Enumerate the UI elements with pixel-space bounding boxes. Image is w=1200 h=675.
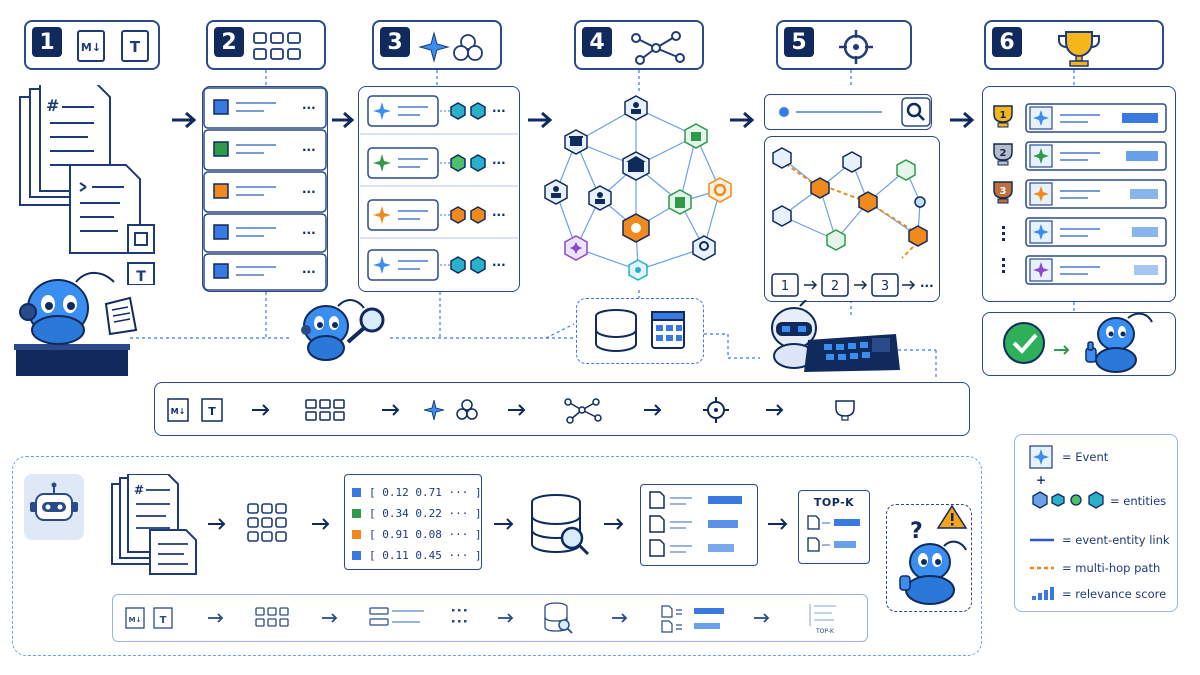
robot-operator — [771, 300, 900, 372]
grid-icon — [253, 32, 301, 60]
svg-text:···: ··· — [302, 101, 316, 115]
svg-text:···: ··· — [492, 156, 506, 170]
step-6-badge: 6 — [992, 27, 1022, 57]
vector-row: [ 0.91 0.08 ··· ] — [352, 524, 482, 545]
step-5-badge: 5 — [784, 27, 814, 57]
svg-text:T: T — [208, 405, 216, 418]
svg-text:···: ··· — [920, 279, 934, 293]
vector-color-swatch — [352, 509, 361, 518]
score-legend-icon — [1032, 587, 1054, 600]
entities-legend-icons — [1032, 491, 1104, 509]
trophy-icon — [1058, 31, 1100, 67]
vector-row: [ 0.11 0.45 ··· ] — [352, 545, 482, 566]
baseline-summary-icons: M↓ T TOP-K — [125, 602, 836, 635]
vector-values: [ 0.34 0.22 ··· ] — [369, 507, 482, 520]
svg-text:2: 2 — [1000, 148, 1007, 159]
svg-text:···: ··· — [492, 258, 506, 272]
search-bar-content — [779, 97, 931, 127]
vector-color-swatch — [352, 530, 361, 539]
graph-icon — [631, 31, 685, 65]
vector-row: [ 0.34 0.22 ··· ] — [352, 503, 482, 524]
svg-text:1: 1 — [781, 279, 789, 294]
ranked-results: 1 2 3 — [993, 103, 1167, 285]
search-icon — [560, 526, 584, 550]
multi-hop-graph: 1 2 3 ··· — [771, 147, 934, 297]
chunk-rows: ··· ··· ··· ··· ··· — [203, 87, 327, 291]
embedding-vectors — [344, 474, 482, 570]
event-rows: ··· ··· ··· ··· — [360, 95, 518, 281]
svg-text:T: T — [136, 269, 146, 285]
step-1-header: 1 M↓ T — [24, 20, 160, 70]
svg-text:3: 3 — [1000, 186, 1007, 197]
step-3-badge: 3 — [380, 27, 410, 57]
svg-text:T: T — [130, 38, 141, 56]
svg-text:···: ··· — [302, 143, 316, 157]
retrieved-chunk-rows — [649, 491, 742, 557]
legend-event-label: = Event — [1062, 450, 1109, 464]
vector-row: [ 0.12 0.71 ··· ] — [352, 482, 482, 503]
pipeline-summary-bar — [154, 382, 970, 436]
vector-values: [ 0.91 0.08 ··· ] — [369, 528, 482, 541]
svg-text:···: ··· — [492, 104, 506, 118]
knowledge-graph — [544, 95, 732, 281]
step-5-header: 5 — [776, 20, 912, 70]
svg-text:M↓: M↓ — [81, 41, 101, 54]
legend-link-label: = event-entity link — [1062, 533, 1170, 547]
markdown-text-icons: M↓ T — [77, 30, 149, 62]
svg-text:T: T — [160, 615, 167, 626]
robot-icon — [24, 474, 84, 540]
legend-score-label: = relevance score — [1062, 587, 1166, 601]
svg-text:1: 1 — [1000, 110, 1007, 121]
svg-text:···: ··· — [302, 185, 316, 199]
svg-text:···: ··· — [302, 265, 316, 279]
step-2-badge: 2 — [214, 27, 244, 57]
legend-content: = Event + = entities = event-entity link… — [1029, 445, 1170, 601]
svg-text:#: # — [46, 96, 59, 115]
target-icon — [839, 30, 873, 64]
svg-text:#: # — [134, 483, 144, 497]
topk-rows — [807, 515, 860, 552]
baseline-documents: # — [111, 474, 197, 575]
vector-rows: [ 0.12 0.71 ··· ] [ 0.34 0.22 ··· ] [ 0.… — [352, 482, 482, 566]
baseline-chunking — [208, 503, 330, 542]
step-6-header: 6 — [984, 20, 1164, 70]
legend-entities-label: = entities — [1110, 494, 1166, 508]
step-3-header: 3 — [372, 20, 502, 70]
database-and-index-icons — [595, 309, 685, 353]
mascot-inspector — [301, 299, 385, 361]
svg-text:···: ··· — [492, 208, 506, 222]
vector-color-swatch — [352, 551, 361, 560]
svg-text:+: + — [1036, 473, 1046, 487]
pipeline-summary-icons: M↓ T — [167, 397, 855, 424]
step-2-header: 2 — [206, 20, 326, 70]
svg-text:M↓: M↓ — [129, 616, 142, 624]
step-4-badge: 4 — [582, 27, 612, 57]
final-answer-content — [1003, 312, 1153, 373]
svg-text:2: 2 — [831, 279, 839, 294]
svg-text:···: ··· — [302, 226, 316, 240]
vector-db-search — [494, 494, 624, 556]
source-documents: # T — [19, 85, 155, 285]
search-icon — [906, 102, 922, 118]
svg-text:3: 3 — [881, 279, 889, 294]
vector-color-swatch — [352, 488, 361, 497]
arrow-to-topk — [768, 518, 788, 530]
legend-path-label: = multi-hop path — [1062, 561, 1160, 575]
topk-label: TOP-K — [813, 496, 855, 509]
svg-text:M↓: M↓ — [171, 407, 186, 416]
svg-text:TOP-K: TOP-K — [815, 628, 835, 635]
svg-text:?: ? — [910, 519, 923, 544]
step-4-header: 4 — [574, 20, 704, 70]
vector-values: [ 0.11 0.45 ··· ] — [369, 549, 482, 562]
vector-values: [ 0.12 0.71 ··· ] — [369, 486, 482, 499]
baseline-summary-bar — [112, 594, 868, 642]
step-1-badge: 1 — [32, 27, 62, 57]
mascot-reader — [14, 272, 138, 376]
event-entity-icons — [418, 31, 483, 63]
confused-mascot: ? — [899, 504, 968, 605]
